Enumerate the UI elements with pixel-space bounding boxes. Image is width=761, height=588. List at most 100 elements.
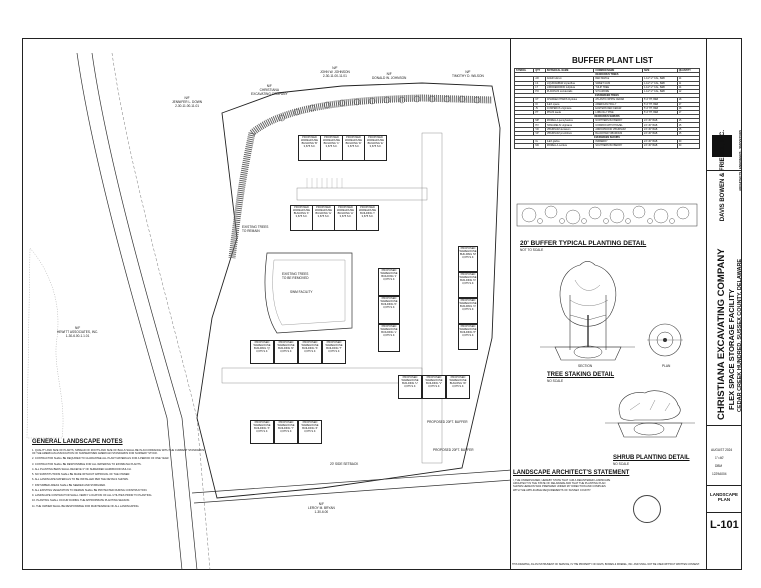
note-item: 8. ALL EXISTING VEGETATION TO REMAIN SHA… xyxy=(32,488,148,492)
woods-boundary xyxy=(26,247,64,439)
plant-symbol-cell xyxy=(513,143,535,149)
sheet-number: L-101 xyxy=(710,519,739,531)
title-block-divider xyxy=(706,38,707,570)
shrub-planting-title: SHRUB PLANTING DETAIL xyxy=(613,455,690,461)
architect-statement-title: LANDSCAPE ARCHITECT'S STATEMENT xyxy=(513,470,630,476)
building-8: PROPOSED WAREHOUSE BUILDING 'I' 3,675 S.… xyxy=(356,205,379,231)
buffer-detail-drawing xyxy=(516,203,698,227)
plant-cell: 30 xyxy=(676,143,701,149)
tb-date: AUGUST 2024 xyxy=(711,448,733,452)
setback-label: 20' SIDE SETBACK xyxy=(330,462,359,466)
owner-label-7: N/F LEROY M. BRYAN 1-30-6.00 xyxy=(308,502,335,514)
title-block-rule-1 xyxy=(706,170,742,171)
tb-drawn: DBM xyxy=(715,464,723,468)
building-21: PROPOSED WAREHOUSE BUILDING 'V' 3,675 S.… xyxy=(422,375,446,399)
architect-seal xyxy=(633,495,661,523)
building-label: PROPOSED WAREHOUSE BUILDING 'T' 3,675 S.… xyxy=(325,341,343,353)
note-item: 5. NO SUBSTITUTIONS SHALL BE MADE WITHOU… xyxy=(32,473,131,477)
plant-cell: MC xyxy=(533,143,546,149)
building-label: PROPOSED WAREHOUSE BUILDING 'M' 3,675 S.… xyxy=(459,247,477,259)
building-label: PROPOSED WAREHOUSE BUILDING 'F' 3,675 S.… xyxy=(293,206,310,218)
building-11: PROPOSED WAREHOUSE BUILDING 'L' 3,675 S.… xyxy=(378,324,400,352)
shrub-planting-scale: NO SCALE xyxy=(613,462,630,466)
buffer-band xyxy=(249,94,493,136)
building-6: PROPOSED WAREHOUSE BUILDING 'G' 3,675 S.… xyxy=(312,205,335,231)
owner-label-3: N/F DONALD W. JOHNSON xyxy=(372,72,407,80)
buffer-detail-scale: NOT TO SCALE xyxy=(520,248,544,252)
firm-name: DAVIS BOWEN & FRIEDEL, INC. xyxy=(720,130,726,222)
firm-tagline: ARCHITECTS · ENGINEERS · SURVEYORS xyxy=(738,130,742,192)
note-item: 3. CONTRACTOR SHALL BE RESPONSIBLE FOR A… xyxy=(32,462,142,466)
building-label: PROPOSED WAREHOUSE BUILDING 'G' 3,675 S.… xyxy=(315,206,332,218)
building-4: PROPOSED WAREHOUSE BUILDING 'E' 3,675 S.… xyxy=(364,135,387,161)
drive-aisle-3 xyxy=(221,367,423,384)
plant-cell: MORELLA cerifera xyxy=(544,143,595,149)
building-3: PROPOSED WAREHOUSE BUILDING 'D' 3,675 S.… xyxy=(342,135,365,161)
building-25: PROPOSED WAREHOUSE BUILDING 'Z' 3,675 S.… xyxy=(298,420,322,444)
building-label: PROPOSED WAREHOUSE BUILDING 'V' 3,675 S.… xyxy=(425,376,443,388)
buffer-label-1: PROPOSED 20FT. BUFFER xyxy=(427,420,468,424)
note-item: 6. ALL LANDSCAPE MATERIALS TO BE INSTALL… xyxy=(32,478,129,482)
building-16: PROPOSED WAREHOUSE BUILDING 'Q' 3,675 S.… xyxy=(250,340,274,364)
building-label: PROPOSED WAREHOUSE BUILDING 'D' 3,675 S.… xyxy=(345,136,362,148)
building-19: PROPOSED WAREHOUSE BUILDING 'T' 3,675 S.… xyxy=(322,340,346,364)
right-column-divider xyxy=(510,38,511,570)
general-notes-title: GENERAL LANDSCAPE NOTES xyxy=(32,439,123,445)
project-name: FLEX SPACE STORAGE FACILITY xyxy=(727,289,736,410)
company-name: CHRISTIANA EXCAVATING COMPANY xyxy=(716,248,727,420)
building-label: PROPOSED WAREHOUSE BUILDING 'Z' 3,675 S.… xyxy=(301,421,319,433)
project-location: CEDAR CREEK HUNDRED, SUSSEX COUNTY, DELA… xyxy=(737,258,743,412)
note-item: 9. LANDSCAPE CONTRACTOR SHALL VERIFY LOC… xyxy=(32,494,153,498)
note-item: 7. DISTURBED AREAS SHALL BE SEEDED AND S… xyxy=(32,483,106,487)
general-notes-list: 1. QUALITY AND SIZE OF PLANTS, SPREAD OF… xyxy=(32,449,207,510)
south-road-edge-2 xyxy=(193,479,510,504)
building-label: PROPOSED WAREHOUSE BUILDING 'Y' 3,675 S.… xyxy=(277,421,295,433)
owner-label-6: N/F HEWITT ASSOCIATES, INC. 1-30-6.00-1.… xyxy=(57,326,99,338)
south-road-edge xyxy=(191,469,510,494)
building-label: PROPOSED WAREHOUSE BUILDING 'U' 3,675 S.… xyxy=(401,376,419,388)
road-centerline xyxy=(111,52,211,570)
building-label: PROPOSED WAREHOUSE BUILDING 'E' 3,675 S.… xyxy=(367,136,384,148)
drive-aisle-1 xyxy=(296,187,428,201)
tb-scale: 1"=40' xyxy=(715,456,724,460)
building-label: PROPOSED WAREHOUSE BUILDING 'R' 3,675 S.… xyxy=(277,341,295,353)
title-block-rule-4 xyxy=(706,512,742,513)
plant-cell: 24"-30" B&B xyxy=(642,143,678,149)
note-item: 11. THE OWNER SHALL BE RESPONSIBLE FOR M… xyxy=(32,504,140,508)
note-item: 4. ALL PLANTING BEDS SHALL RECEIVE 3" OF… xyxy=(32,467,132,471)
building-label: PROPOSED WAREHOUSE BUILDING 'I' 3,675 S.… xyxy=(359,206,376,218)
building-12: PROPOSED WAREHOUSE BUILDING 'M' 3,675 S.… xyxy=(458,246,478,272)
swm-label: SWM FACILITY xyxy=(290,290,313,294)
building-18: PROPOSED WAREHOUSE BUILDING 'S' 3,675 S.… xyxy=(298,340,322,364)
buffer-plant-list-title: BUFFER PLANT LIST xyxy=(572,56,653,65)
firm-logo xyxy=(712,135,732,157)
owner-label-4: N/F TIMOTHY D. WILSON xyxy=(452,70,484,78)
building-label: PROPOSED WAREHOUSE BUILDING 'N' 3,675 S.… xyxy=(459,273,477,285)
swm-contour xyxy=(272,259,346,326)
plant-cell: SOUTHERN BAYBERRY xyxy=(593,143,644,149)
owner-label-1: N/F CHRISTIANA EXCAVATING COMPANY xyxy=(251,84,288,96)
building-label: PROPOSED WAREHOUSE BUILDING 'J' 3,675 S.… xyxy=(380,269,398,281)
note-item: 10. PLANTING SHALL OCCUR DURING THE APPR… xyxy=(32,499,130,503)
building-22: PROPOSED WAREHOUSE BUILDING 'W' 3,675 S.… xyxy=(446,375,470,399)
buffer-detail-title: 20' BUFFER TYPICAL PLANTING DETAIL xyxy=(520,240,647,247)
building-5: PROPOSED WAREHOUSE BUILDING 'F' 3,675 S.… xyxy=(290,205,313,231)
building-label: PROPOSED WAREHOUSE BUILDING 'K' 3,675 S.… xyxy=(380,297,398,309)
building-label: PROPOSED WAREHOUSE BUILDING 'O' 3,675 S.… xyxy=(459,299,477,311)
tree-staking-drawing xyxy=(540,260,683,361)
misc-label-1: EXISTING TREES TO REMAIN xyxy=(242,225,269,233)
building-10: PROPOSED WAREHOUSE BUILDING 'K' 3,675 S.… xyxy=(378,296,400,324)
building-23: PROPOSED WAREHOUSE BUILDING 'X' 3,675 S.… xyxy=(250,420,274,444)
footer-note: THIS DRAWING, AS AN INSTRUMENT OF SERVIC… xyxy=(512,563,700,566)
title-block-rule-2 xyxy=(706,425,742,426)
building-label: PROPOSED WAREHOUSE BUILDING 'S' 3,675 S.… xyxy=(301,341,319,353)
building-7: PROPOSED WAREHOUSE BUILDING 'H' 3,675 S.… xyxy=(334,205,357,231)
owner-label-2: N/F JOHN W. JOHNSON 2-30-11.00-11.01 xyxy=(320,66,350,78)
buffer-band-west xyxy=(228,132,256,259)
parking-stalls xyxy=(306,178,343,188)
building-14: PROPOSED WAREHOUSE BUILDING 'O' 3,675 S.… xyxy=(458,298,478,324)
building-1: PROPOSED WAREHOUSE BUILDING 'B' 3,675 S.… xyxy=(298,135,321,161)
